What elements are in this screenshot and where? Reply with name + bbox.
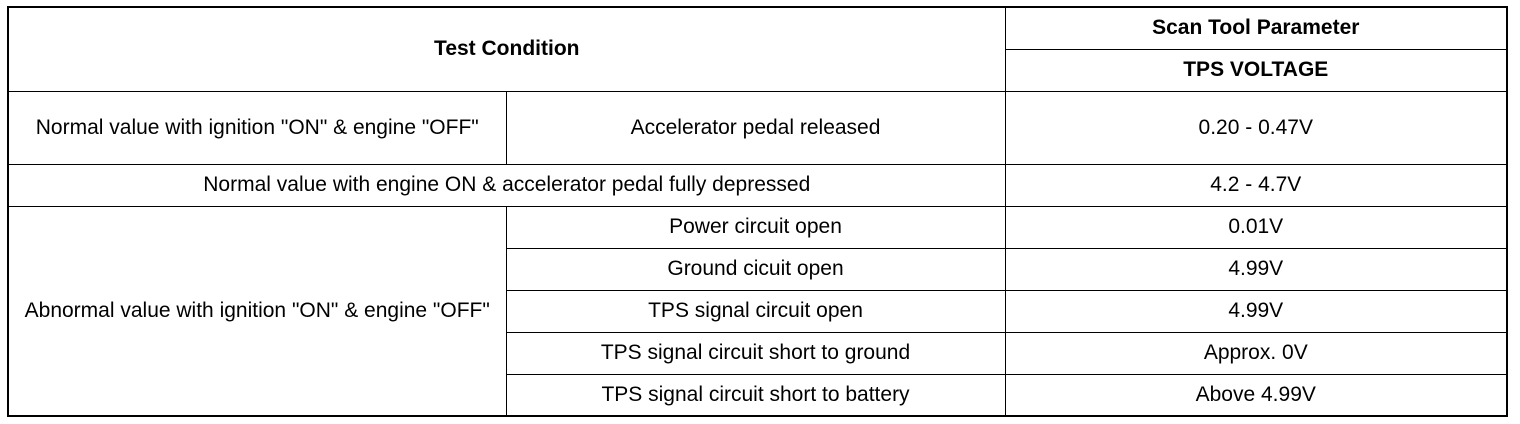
value-cell: Above 4.99V <box>1004 373 1508 417</box>
table-row: Ground cicuit open 4.99V <box>8 247 1508 291</box>
tps-voltage-table: Test Condition Scan Tool Parameter TPS V… <box>7 6 1509 417</box>
value-cell: 4.2 - 4.7V <box>1004 163 1508 207</box>
value-cell: Approx. 0V <box>1004 331 1508 375</box>
table-row: Normal value with ignition "ON" & engine… <box>7 90 1508 165</box>
sub-condition-cell: Power circuit open <box>505 205 1006 249</box>
table-row: Normal value with engine ON & accelerato… <box>7 163 1508 207</box>
value-cell: 4.99V <box>1004 289 1508 333</box>
tps-table-container: Test Condition Scan Tool Parameter TPS V… <box>7 6 1509 417</box>
header-row-1: Test Condition Scan Tool Parameter <box>7 6 1508 92</box>
table-row: Abnormal value with ignition "ON" & engi… <box>7 205 1508 417</box>
condition-cell: Normal value with ignition "ON" & engine… <box>7 90 507 165</box>
scan-tool-parameter-header: Scan Tool Parameter <box>1004 6 1508 50</box>
test-condition-header: Test Condition <box>7 6 1006 92</box>
value-cell: 0.01V <box>1004 205 1508 249</box>
condition-cell: Normal value with engine ON & accelerato… <box>7 163 1006 207</box>
condition-cell: Abnormal value with ignition "ON" & engi… <box>7 205 507 417</box>
sub-condition-cell: Accelerator pedal released <box>505 90 1006 165</box>
value-cell: 4.99V <box>1004 247 1508 291</box>
tps-voltage-header: TPS VOLTAGE <box>1004 48 1508 92</box>
value-cell: 0.20 - 0.47V <box>1004 90 1508 165</box>
table-row: TPS signal circuit open 4.99V <box>8 289 1508 333</box>
header-row-2: TPS VOLTAGE <box>8 48 1508 92</box>
table-row: TPS signal circuit short to battery Abov… <box>8 373 1508 417</box>
table-row: TPS signal circuit short to ground Appro… <box>8 331 1508 375</box>
sub-condition-cell: Ground cicuit open <box>505 247 1006 291</box>
sub-condition-cell: TPS signal circuit short to battery <box>505 373 1006 417</box>
sub-condition-cell: TPS signal circuit short to ground <box>505 331 1006 375</box>
sub-condition-cell: TPS signal circuit open <box>505 289 1006 333</box>
